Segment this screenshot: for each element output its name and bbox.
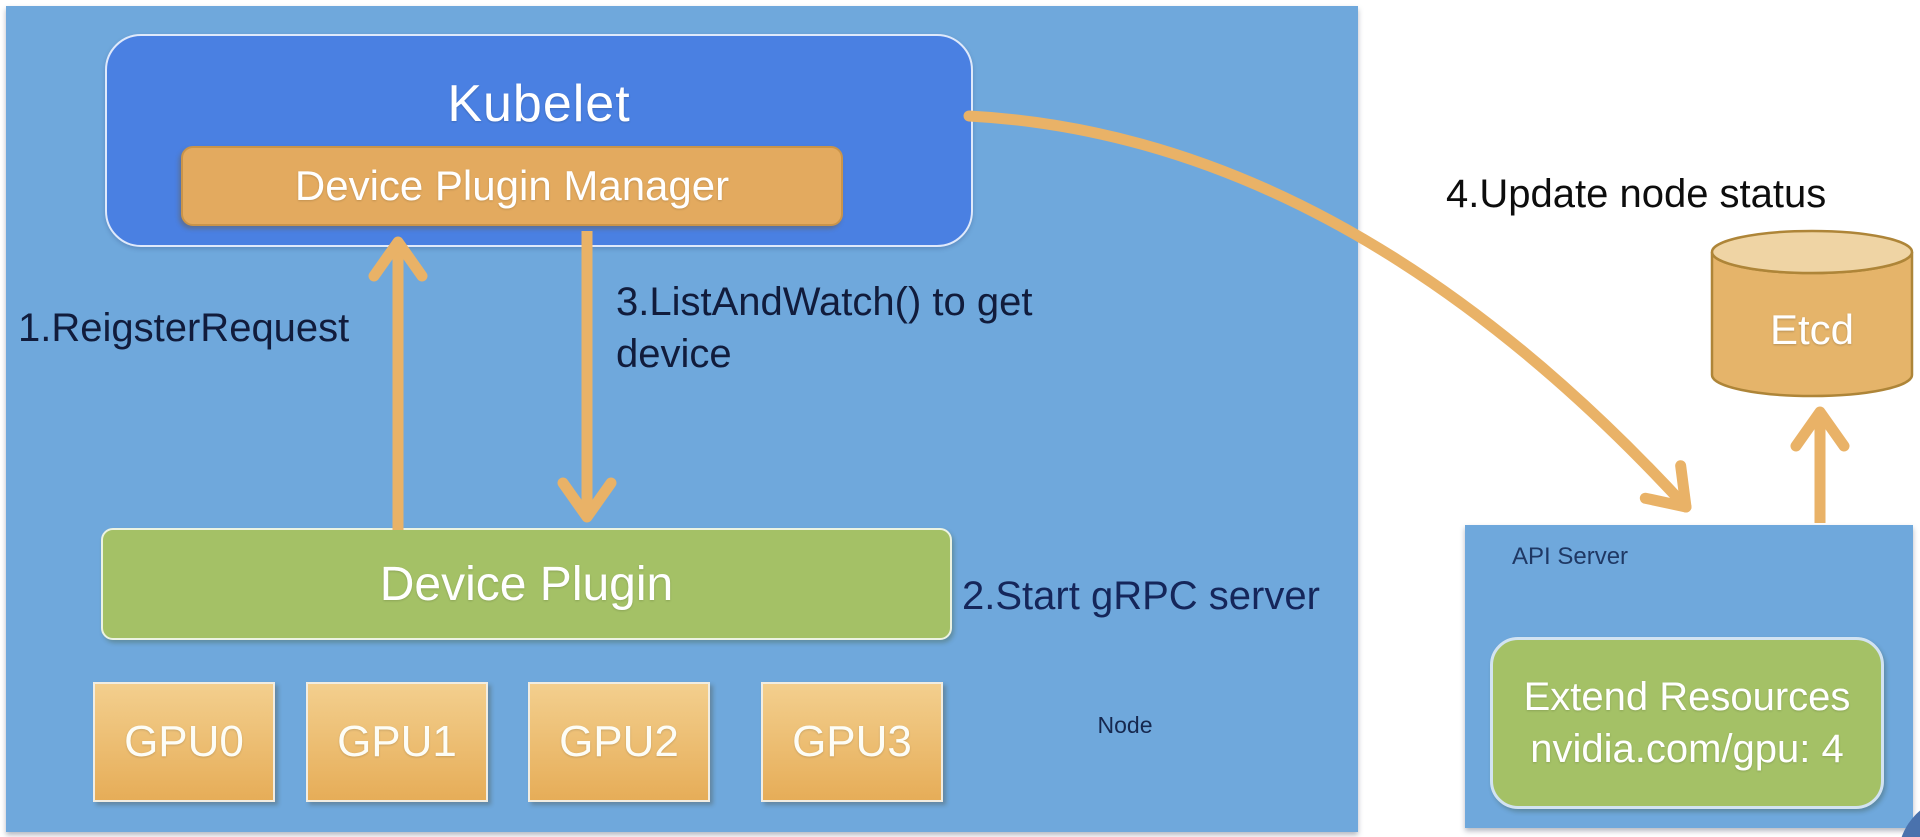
step2-start-grpc-label: 2.Start gRPC server <box>962 574 1320 618</box>
device-plugin-box: Device Plugin <box>101 528 952 640</box>
device-plugin-manager-box: Device Plugin Manager <box>181 146 843 226</box>
step1-register-request-label: 1.ReigsterRequest <box>18 306 350 350</box>
gpu1-box: GPU1 <box>306 682 488 802</box>
extend-resources-line1: Extend Resources <box>1523 675 1851 719</box>
step4-update-node-status-label: 4.Update node status <box>1446 172 1827 216</box>
extend-resources-box: Extend Resources nvidia.com/gpu: 4 <box>1490 637 1884 809</box>
gpu0-label: GPU0 <box>124 717 244 766</box>
device-plugin-manager-label: Device Plugin Manager <box>294 162 730 209</box>
gpu0-box: GPU0 <box>93 682 275 802</box>
gpu2-label: GPU2 <box>559 717 679 766</box>
device-plugin-label: Device Plugin <box>379 557 674 611</box>
step3-list-and-watch-label: 3.ListAndWatch() to get device <box>616 280 1033 376</box>
api-server-label: API Server <box>1512 543 1629 570</box>
gpu3-label: GPU3 <box>792 717 912 766</box>
kubelet-title: Kubelet <box>447 75 631 133</box>
api-server-box: API Server Extend Resources nvidia.com/g… <box>1465 525 1913 828</box>
node-label: Node <box>1097 712 1153 738</box>
gpu2-box: GPU2 <box>528 682 710 802</box>
etcd-label: Etcd <box>1769 306 1855 353</box>
extend-resources-line2: nvidia.com/gpu: 4 <box>1530 727 1844 771</box>
gpu3-box: GPU3 <box>761 682 943 802</box>
gpu1-label: GPU1 <box>337 717 457 766</box>
